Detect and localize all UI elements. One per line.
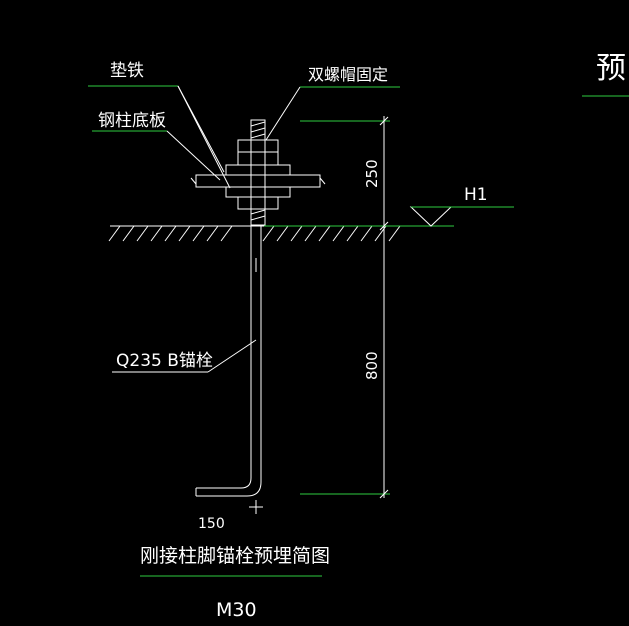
ground-hatch-line xyxy=(220,225,233,242)
ground-hatch-line xyxy=(136,225,149,242)
ground-hatch-line xyxy=(346,225,359,242)
partial-title: 预 xyxy=(596,51,626,86)
label-anchor-bolt: Q235 B锚栓 xyxy=(116,351,213,371)
ground-hatch-line xyxy=(122,225,135,242)
ground-hatch-line xyxy=(164,225,177,242)
level-mark-label: H1 xyxy=(464,185,488,205)
anchor-bolt-leader xyxy=(207,339,257,373)
anchor-bolt-shaft xyxy=(195,225,263,514)
label-base-plate: 钢柱底板 xyxy=(98,111,166,131)
base-plate xyxy=(190,174,326,188)
double-nut-leader xyxy=(265,86,301,141)
nut-assembly-bottom xyxy=(225,186,291,226)
ground-hatch-line xyxy=(108,225,121,242)
ground-hatch-line xyxy=(290,225,303,242)
nut-assembly-top xyxy=(225,119,291,176)
dimension-vertical xyxy=(264,116,454,499)
ground-hatch-line xyxy=(192,225,205,242)
ground-hatch-line xyxy=(262,225,275,242)
base-plate-leader xyxy=(166,130,221,181)
bolt-size-label: M30 xyxy=(216,599,257,621)
ground-hatch-line xyxy=(360,225,373,242)
drawing-title: 刚接柱脚锚栓预埋简图 xyxy=(140,545,330,567)
ground-hatch-line xyxy=(304,225,317,242)
dim-lower-label: 800 xyxy=(363,351,381,380)
ground-hatch-line xyxy=(206,225,219,242)
ground-hatch-line xyxy=(178,225,191,242)
shim-leader-2 xyxy=(177,85,231,189)
ground-hatch-line xyxy=(388,225,401,242)
ground-hatch-line xyxy=(332,225,345,242)
dim-hook-label: 150 xyxy=(198,516,225,532)
ground-hatch-line xyxy=(318,225,331,242)
elevation-marker xyxy=(409,206,514,227)
ground-line xyxy=(108,225,405,242)
label-double-nut: 双螺帽固定 xyxy=(308,65,388,84)
dim-upper-label: 250 xyxy=(363,159,381,188)
label-shim: 垫铁 xyxy=(110,61,144,81)
ground-hatch-line xyxy=(276,225,289,242)
ground-hatch-line xyxy=(150,225,163,242)
